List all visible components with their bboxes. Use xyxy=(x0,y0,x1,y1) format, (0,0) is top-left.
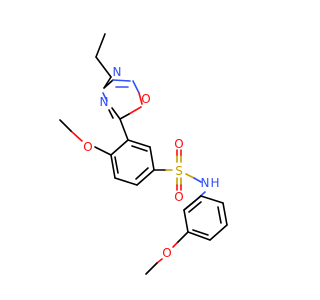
atom-o-methoxy-bottom: O xyxy=(162,246,171,260)
atom-n-left: N xyxy=(100,95,109,109)
bond-ar-1 xyxy=(127,139,151,148)
bond-ar2-6 xyxy=(183,195,202,211)
bond-oxadiazole-benzene xyxy=(119,118,129,141)
bond-c5-n4-double xyxy=(108,109,114,119)
bond-ar2-o-b xyxy=(172,242,178,248)
bond-ar-6 xyxy=(110,139,129,156)
bond-ar2-5 xyxy=(200,195,224,204)
bond-propyl-2 xyxy=(95,56,112,78)
bond-ar-4 xyxy=(114,177,138,186)
bond-ar2-3 xyxy=(209,224,228,241)
bond-c3-n2-a xyxy=(103,79,114,89)
atom-o-sulfonyl-top: O xyxy=(174,137,183,151)
bond-o-methyl-left-b xyxy=(59,119,72,132)
bond-ar-double-3 xyxy=(114,156,119,174)
bond-ar2-double-3 xyxy=(188,201,202,213)
molecule-structure: N O N O O S O N H O xyxy=(59,33,228,275)
bond-ar2-4 xyxy=(222,202,228,226)
atom-o-sulfonyl-bottom: O xyxy=(174,190,183,204)
atom-n-amide: N xyxy=(201,176,210,190)
bond-o-methyl-left-a xyxy=(70,130,83,142)
bond-ar2-double-2 xyxy=(217,206,222,224)
bond-propyl-1 xyxy=(95,33,106,58)
bond-o1-n2-half xyxy=(138,92,143,105)
bond-c5-n4 xyxy=(111,107,121,120)
atom-o-methoxy-left: O xyxy=(83,140,92,154)
bond-c3-n2-b xyxy=(112,79,131,82)
bond-ar2-double-1 xyxy=(192,229,209,236)
bond-o-methyl-bottom-b xyxy=(145,262,158,275)
bond-s-n-a xyxy=(185,173,195,179)
atom-s: S xyxy=(175,164,183,178)
bond-o-methyl-bottom-a xyxy=(156,258,163,264)
atom-o-ring: O xyxy=(141,92,150,106)
bond-ar-o-methoxy xyxy=(94,146,112,156)
bond-c5-o1-half xyxy=(119,113,130,120)
bond-o1-c5 xyxy=(128,106,142,115)
bond-n2-o1 xyxy=(132,80,140,94)
bond-ar2-o-a xyxy=(176,231,189,244)
bond-c3-n4 xyxy=(102,92,108,102)
bond-ar2-1 xyxy=(183,209,189,233)
bond-ar-3 xyxy=(136,169,155,186)
bond-ar-2 xyxy=(149,146,155,171)
bond-ar-double-2 xyxy=(135,167,149,180)
bond-s-n-b xyxy=(193,177,202,183)
atom-n-top: N xyxy=(113,65,122,79)
atom-h-amide: H xyxy=(210,176,219,190)
bond-ar-double-1 xyxy=(131,145,148,152)
bond-ar2-2 xyxy=(187,231,211,241)
molecule-canvas: N O N O O S O N H O xyxy=(59,33,228,275)
bond-ar-5 xyxy=(110,154,116,179)
